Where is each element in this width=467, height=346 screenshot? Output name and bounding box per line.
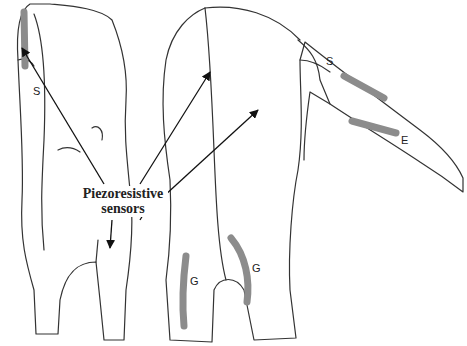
- sensor-letter: S: [326, 56, 333, 67]
- sensor-letter: E: [401, 135, 408, 146]
- sensor-letter: S: [33, 86, 40, 97]
- sensor-caption: Piezoresistive sensors: [78, 186, 168, 217]
- sensor-letter: G: [190, 276, 199, 287]
- sensor-letter: G: [252, 263, 261, 274]
